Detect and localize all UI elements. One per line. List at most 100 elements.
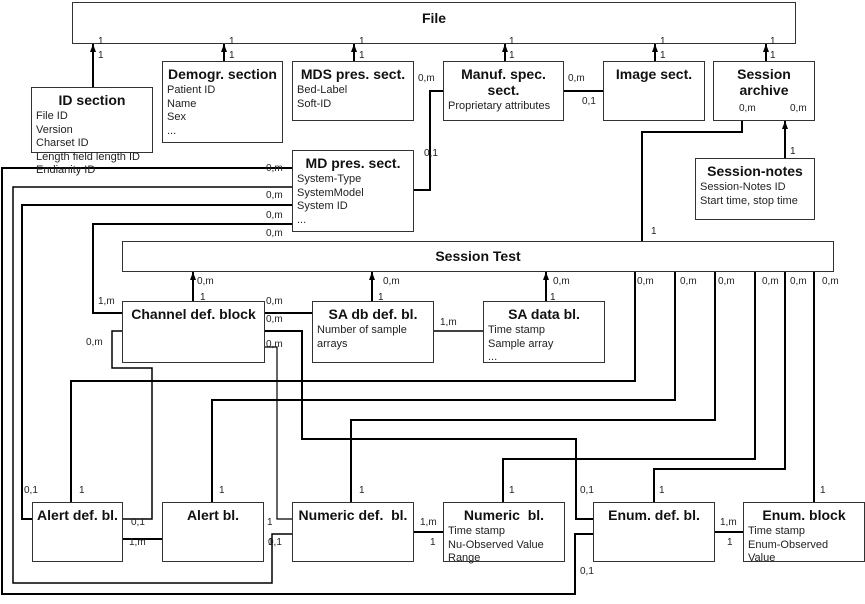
attr: File ID [36, 110, 68, 122]
alert-def-bl-box: Alert def. bl. [32, 502, 123, 562]
attr: SystemModel [297, 186, 364, 199]
cardinality-label: 0,1 [580, 566, 594, 577]
sa-db-def-bl-attrs: Number of sample arrays [313, 324, 433, 351]
cardinality-label: 0,1 [24, 485, 38, 496]
id-section-box: ID section File ID Version Charset ID Le… [31, 87, 153, 176]
cardinality-label: 1 [660, 50, 666, 61]
connector-line [211, 272, 676, 502]
session-notes-box: Session-notes Session-Notes ID Start tim… [695, 158, 815, 220]
connector-line [92, 223, 292, 314]
attr: Sample array [488, 337, 554, 350]
attr: Endianity ID [36, 164, 96, 176]
file-title: File [421, 10, 447, 26]
session-notes-title: Session-notes [707, 163, 803, 179]
session-archive-title: Session archive [737, 66, 791, 98]
cardinality-label: 0,m [266, 228, 283, 239]
attr: Length field length ID [36, 150, 140, 163]
numeric-bl-box: Numeric bl. Time stamp Nu-Observed Value… [443, 502, 565, 564]
alert-bl-box: Alert bl. [162, 502, 264, 562]
connector-line [70, 272, 636, 502]
attr: Time stamp [488, 324, 546, 336]
connector-line [1, 167, 593, 595]
arrowhead-icon [763, 44, 769, 52]
attr: Name [167, 97, 197, 110]
session-archive-box: Session archive [713, 61, 815, 121]
arrowhead-icon [502, 44, 508, 52]
arrowhead-icon [369, 272, 375, 280]
attr: Bed-Label [297, 84, 348, 96]
connector-line [502, 272, 756, 502]
enum-def-bl-box: Enum. def. bl. [593, 502, 715, 562]
cardinality-label: 0,m [86, 337, 103, 348]
cardinality-label: 1 [790, 146, 796, 157]
cardinality-label: 0,m [266, 339, 283, 350]
arrowhead-icon [543, 272, 549, 280]
cardinality-label: 0,m [680, 276, 697, 287]
cardinality-label: 0,m [266, 314, 283, 325]
session-test-title: Session Test [435, 248, 521, 264]
id-section-title: ID section [58, 92, 126, 108]
alert-def-bl-title: Alert def. bl. [37, 507, 118, 523]
attr: Sex [167, 111, 186, 123]
enum-def-bl-title: Enum. def. bl. [608, 507, 700, 523]
cardinality-label: 1,m [440, 317, 457, 328]
attr: Number of sample [317, 324, 407, 336]
manuf-spec-sect-box: Manuf. spec. sect. Proprietary attribute… [443, 61, 564, 121]
attr: Soft-ID [297, 97, 332, 110]
cardinality-label: 1 [651, 226, 657, 237]
sa-data-bl-box: SA data bl. Time stamp Sample array ... [483, 301, 605, 363]
attr: Time stamp [448, 525, 506, 537]
cardinality-label: 1 [219, 485, 225, 496]
connector-line [21, 204, 292, 520]
connector-line [265, 346, 292, 520]
connector-line [12, 186, 292, 584]
cardinality-label: 1 [229, 36, 235, 47]
md-pres-sect-box: MD pres. sect. System-Type SystemModel S… [292, 150, 414, 232]
cardinality-label: 1 [660, 36, 666, 47]
cardinality-label: 0,1 [131, 517, 145, 528]
cardinality-label: 1 [98, 50, 104, 61]
attr: Charset ID [36, 137, 89, 149]
attr: Patient ID [167, 84, 216, 96]
cardinality-label: 0,m [790, 276, 807, 287]
demogr-section-box: Demogr. section Patient ID Name Sex ... [162, 61, 283, 143]
cardinality-label: 0,1 [580, 485, 594, 496]
manuf-spec-sect-title: Manuf. spec. sect. [461, 66, 546, 98]
attr: arrays [317, 337, 348, 350]
cardinality-label: 0,1 [268, 537, 282, 548]
cardinality-label: 0,m [383, 276, 400, 287]
alert-bl-title: Alert bl. [186, 507, 240, 523]
cardinality-label: 0,1 [424, 148, 438, 159]
mds-pres-sect-box: MDS pres. sect. Bed-Label Soft-ID [292, 61, 414, 121]
manuf-spec-sect-attrs: Proprietary attributes [444, 100, 563, 114]
connector-line [641, 121, 743, 241]
session-notes-attrs: Session-Notes ID Start time, stop time [696, 181, 814, 208]
channel-def-block-title: Channel def. block [131, 306, 256, 322]
cardinality-label: 1 [659, 485, 665, 496]
cardinality-label: 1 [770, 36, 776, 47]
md-pres-sect-attrs: System-Type SystemModel System ID ... [293, 173, 413, 227]
file-box: File [72, 2, 796, 44]
sa-db-def-bl-box: SA db def. bl. Number of sample arrays [312, 301, 434, 363]
cardinality-label: 1 [98, 36, 104, 47]
cardinality-label: 1 [79, 485, 85, 496]
mds-pres-sect-attrs: Bed-Label Soft-ID [293, 84, 413, 111]
arrowhead-icon [351, 44, 357, 52]
id-section-attrs: File ID Version Charset ID Length field … [32, 110, 152, 178]
arrowhead-icon [782, 121, 788, 129]
cardinality-label: 0,m [266, 163, 283, 174]
arrowhead-icon [652, 44, 658, 52]
attr: Proprietary attributes [448, 100, 551, 112]
session-test-box: Session Test [122, 241, 834, 272]
connector-line [653, 272, 786, 502]
cardinality-label: 1 [268, 537, 274, 548]
cardinality-label: 1,m [129, 537, 146, 548]
md-pres-sect-title: MD pres. sect. [305, 155, 401, 171]
cardinality-label: 1 [267, 517, 273, 528]
numeric-bl-title: Numeric bl. [463, 507, 545, 523]
attr: Start time, stop time [700, 194, 798, 207]
cardinality-label: 1 [378, 292, 384, 303]
enum-block-box: Enum. block Time stamp Enum-Observed Val… [743, 502, 865, 564]
